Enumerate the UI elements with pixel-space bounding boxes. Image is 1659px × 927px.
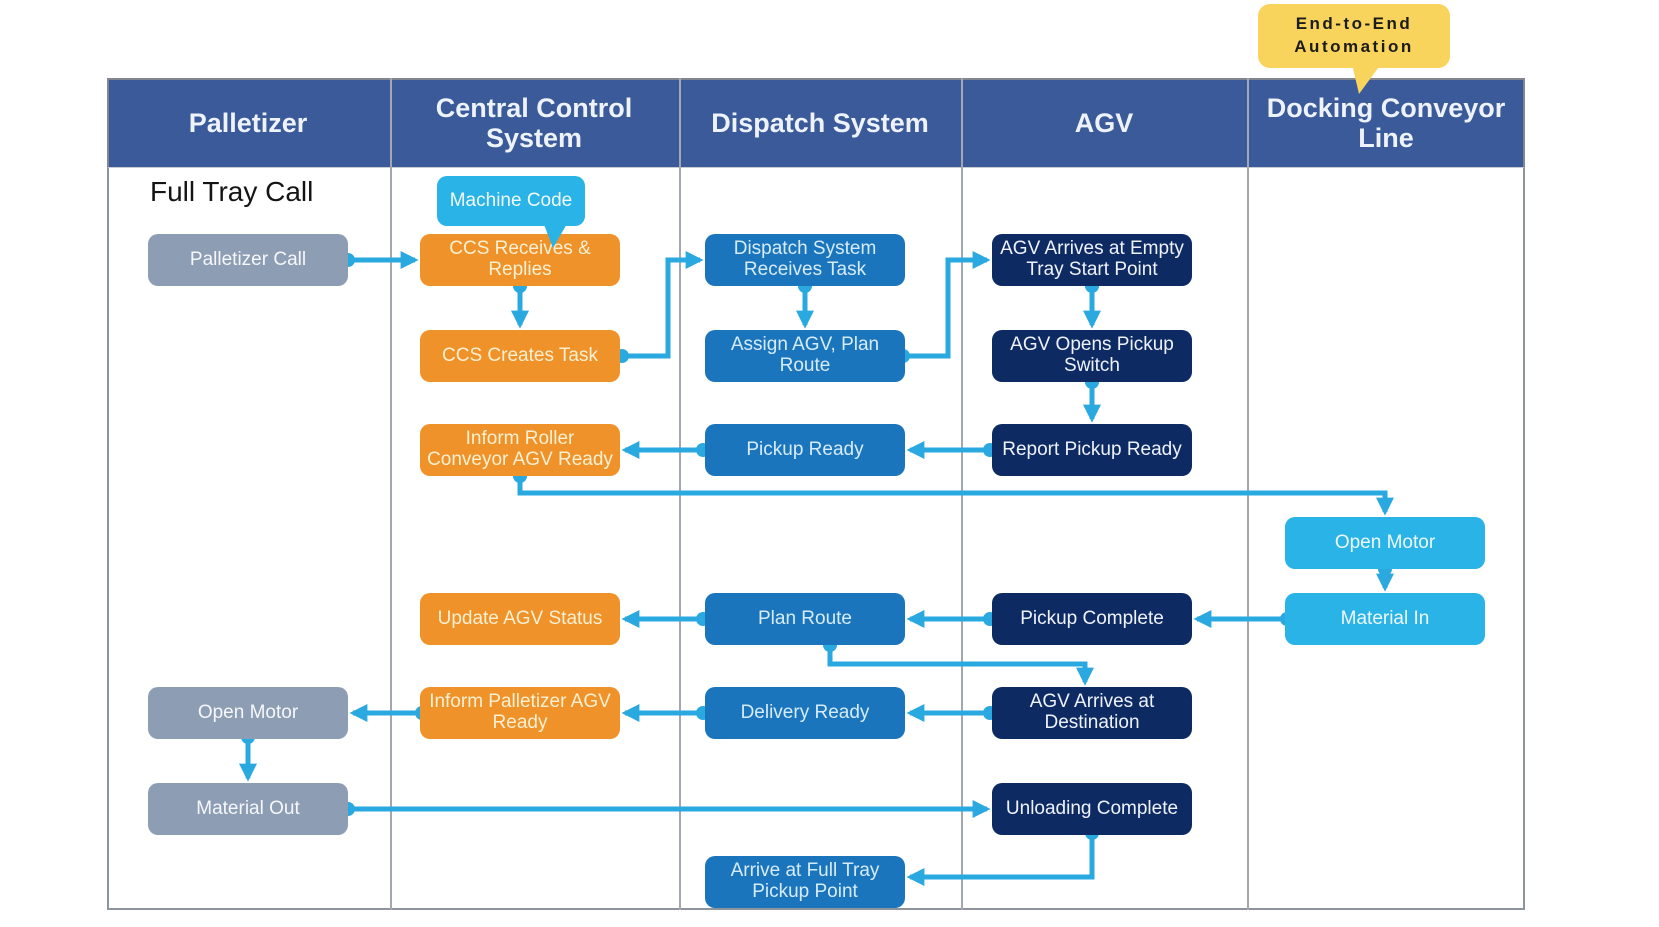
- swimlane-header-bar: [107, 78, 1525, 168]
- lane-header-agv: AGV: [1074, 107, 1134, 138]
- node-report-pickup-ready: Report Pickup Ready: [992, 424, 1192, 476]
- end-to-end-callout-line1: End-to-End: [1295, 14, 1413, 34]
- node-agv-arrives-empty-tray: AGV Arrives at Empty Tray Start Point: [992, 234, 1192, 286]
- node-ccs-creates-task: CCS Creates Task: [420, 330, 620, 382]
- node-plan-route: Plan Route: [705, 593, 905, 645]
- node-pickup-ready: Pickup Ready: [705, 424, 905, 476]
- machine-code-callout-tail: [543, 222, 568, 248]
- node-palletizer-call: Palletizer Call: [148, 234, 348, 286]
- node-delivery-ready: Delivery Ready: [705, 687, 905, 739]
- node-inform-palletizer-agv-ready: Inform Palletizer AGV Ready: [420, 687, 620, 739]
- node-open-motor-docking: Open Motor: [1285, 517, 1485, 569]
- node-assign-agv-plan-route: Assign AGV, Plan Route: [705, 330, 905, 382]
- node-update-agv-status: Update AGV Status: [420, 593, 620, 645]
- node-material-out: Material Out: [148, 783, 348, 835]
- full-tray-call-label: Full Tray Call: [150, 176, 314, 207]
- node-inform-roller-conveyor: Inform Roller Conveyor AGV Ready: [420, 424, 620, 476]
- edge-ccs-creates-to-dispatch-receives: [622, 251, 704, 359]
- node-material-in: Material In: [1285, 593, 1485, 645]
- node-pickup-complete: Pickup Complete: [992, 593, 1192, 645]
- node-dispatch-receives-task: Dispatch System Receives Task: [705, 234, 905, 286]
- lane-header-dispatch-system: Dispatch System: [711, 107, 929, 138]
- edge-unloading-complete-to-arrive-full-tray: [906, 833, 1095, 886]
- node-arrive-full-tray-pickup: Arrive at Full Tray Pickup Point: [705, 856, 905, 908]
- edge-inform-roller-conveyor-to-open-motor-docking: [517, 474, 1394, 516]
- lane-header-docking-conveyor-line: Docking Conveyor Line: [1266, 92, 1506, 153]
- lane-header-central-control-system: Central Control System: [435, 92, 633, 153]
- edge-assign-agv-to-agv-arrives-empty: [903, 251, 991, 359]
- edge-plan-route-to-agv-arrives-destination: [827, 643, 1094, 686]
- end-to-end-callout-line2: Automation: [1294, 37, 1414, 56]
- end-to-end-callout-tail: [1352, 64, 1381, 94]
- node-agv-opens-pickup-switch: AGV Opens Pickup Switch: [992, 330, 1192, 382]
- lane-divider: [390, 78, 392, 910]
- node-open-motor-palletizer: Open Motor: [148, 687, 348, 739]
- lane-header-palletizer: Palletizer: [188, 107, 308, 138]
- node-ccs-receives-replies: CCS Receives & Replies: [420, 234, 620, 286]
- node-unloading-complete: Unloading Complete: [992, 783, 1192, 835]
- end-to-end-callout: End-to-End Automation: [1258, 4, 1450, 68]
- node-agv-arrives-destination: AGV Arrives at Destination: [992, 687, 1192, 739]
- machine-code-callout: Machine Code: [437, 176, 585, 226]
